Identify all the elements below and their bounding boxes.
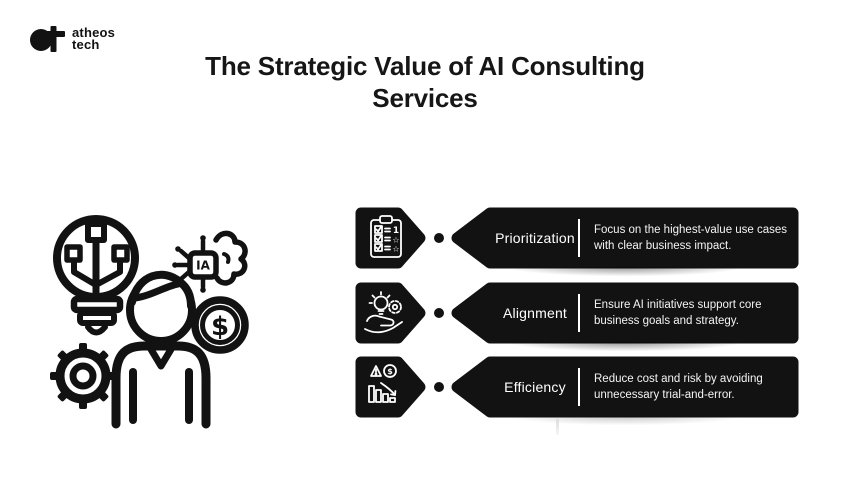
separator-shadow-line — [556, 419, 559, 435]
banner-shadow — [454, 267, 796, 280]
value-row-prioritization: 1 ☆ ☆ Prioritization Focus on the highes… — [354, 207, 814, 280]
row-description: Ensure AI initiatives support core busin… — [594, 299, 762, 327]
banner-efficiency: Efficiency Reduce cost and risk by avoid… — [450, 356, 800, 418]
checklist-mark-1: 1 — [393, 226, 399, 236]
brand-name-line2: tech — [72, 37, 100, 52]
circuit-lightbulb-icon — [53, 215, 139, 336]
row-label: Efficiency — [504, 379, 566, 395]
checklist-mark-2: ☆ — [392, 236, 399, 245]
brand-name-line1: atheos — [72, 25, 116, 40]
row-description: Focus on the highest-value use cases wit… — [594, 224, 788, 252]
bullet-dot — [434, 233, 444, 243]
ai-brain-chip-icon: IA — [172, 230, 248, 293]
brand-name: atheos tech — [72, 25, 116, 52]
dollar-coin-icon: $ — [191, 296, 249, 354]
banner-separator — [578, 219, 580, 257]
bullet-dot — [434, 308, 444, 318]
page-title-line2: Services — [372, 83, 478, 113]
row-label: Prioritization — [495, 230, 575, 246]
ia-chip-label: IA — [196, 259, 210, 273]
banner-arrow-shape — [451, 282, 799, 344]
clipboard-checklist-icon: 1 ☆ ☆ — [355, 207, 426, 269]
value-row-alignment: Alignment Ensure AI initiatives support … — [354, 282, 814, 355]
ai-consulting-illustration: IA $ — [50, 215, 249, 429]
coin-dollar-symbol: $ — [211, 312, 229, 342]
banner-alignment: Alignment Ensure AI initiatives support … — [450, 282, 800, 344]
row-description: Reduce cost and risk by avoiding unneces… — [594, 373, 763, 401]
value-row-efficiency: $ Efficiency Reduce cost and risk by avo… — [354, 356, 814, 429]
banner-arrow-shape — [451, 356, 799, 418]
checklist-mark-3: ☆ — [392, 245, 399, 254]
brand-logo-mark — [30, 26, 65, 52]
page-title: The Strategic Value of AI Consulting Ser… — [0, 50, 850, 114]
bullet-dot — [434, 382, 444, 392]
banner-separator — [578, 294, 580, 332]
hand-lightbulb-gear-icon — [355, 282, 426, 344]
brand-logo: atheos tech — [30, 20, 115, 58]
banner-shadow — [454, 342, 796, 355]
cost-risk-chart-icon: $ — [355, 356, 426, 418]
row-label: Alignment — [502, 305, 568, 321]
banner-separator — [578, 368, 580, 406]
icon-dollar-symbol: $ — [387, 367, 393, 376]
banner-prioritization: Prioritization Focus on the highest-valu… — [450, 207, 800, 269]
value-rows: 1 ☆ ☆ Prioritization Focus on the highes… — [354, 207, 814, 437]
gear-icon — [50, 343, 116, 409]
banner-arrow-shape — [451, 207, 799, 269]
page-title-line1: The Strategic Value of AI Consulting — [205, 51, 645, 81]
consultant-person-icon — [111, 270, 211, 429]
banner-shadow — [454, 416, 796, 429]
